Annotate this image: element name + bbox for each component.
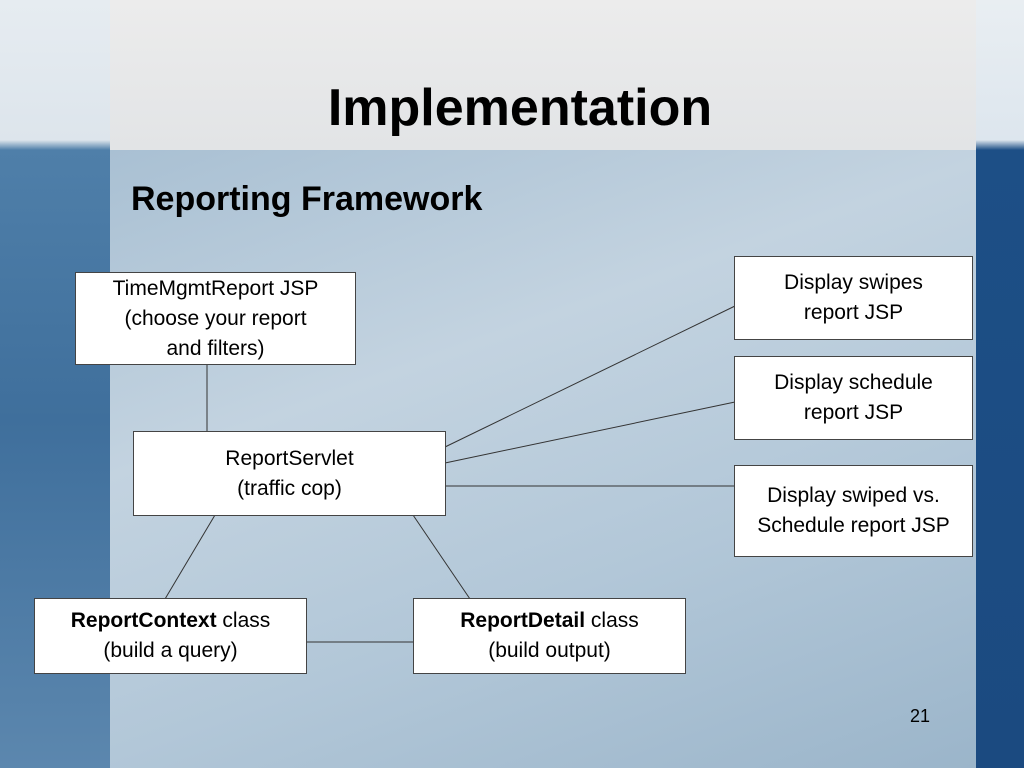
report-detail-suffix: class: [585, 609, 639, 632]
report-context-suffix: class: [216, 609, 271, 632]
page-number: 21: [909, 706, 931, 726]
display-swipes-line1: Display swipes: [784, 271, 923, 294]
background-title-band: [110, 0, 976, 150]
report-context-box: ReportContext class (build a query): [34, 598, 307, 674]
slide-subtitle: Reporting Framework: [131, 180, 483, 218]
report-detail-name: ReportDetail: [460, 609, 586, 632]
report-detail-line1: ReportDetail class: [460, 606, 639, 636]
report-servlet-line2: (traffic cop): [237, 476, 342, 500]
report-detail-line2: (build output): [488, 639, 611, 662]
display-swiped-vs-line1: Display swiped vs.: [767, 484, 940, 507]
report-servlet-box: ReportServlet (traffic cop): [133, 431, 446, 516]
display-swiped-vs-box: Display swiped vs. Schedule report JSP: [734, 465, 973, 557]
timemgmt-report-line3: and filters): [166, 336, 265, 360]
display-swiped-vs-line2: Schedule report JSP: [757, 514, 950, 537]
display-schedule-line2: report JSP: [803, 401, 904, 424]
background-right-band: [976, 0, 1024, 768]
display-schedule-box: Display schedule report JSP: [734, 356, 973, 440]
timemgmt-report-line2: (choose your report: [124, 306, 307, 330]
display-schedule-line1: Display schedule: [774, 371, 933, 394]
display-swipes-line2: report JSP: [803, 301, 904, 324]
report-context-line2: (build a query): [103, 639, 238, 662]
report-detail-box: ReportDetail class (build output): [413, 598, 686, 674]
timemgmt-report-line1: TimeMgmtReport JSP: [112, 276, 319, 300]
connector-servlet-context: [164, 514, 216, 600]
connector-servlet-detail: [412, 514, 471, 600]
timemgmt-report-box: TimeMgmtReport JSP (choose your report a…: [75, 272, 356, 365]
report-servlet-line1: ReportServlet: [225, 446, 354, 470]
slide-title: Implementation: [327, 79, 713, 137]
display-swipes-box: Display swipes report JSP: [734, 256, 973, 340]
connector-servlet-schedule: [444, 401, 736, 464]
report-context-line1: ReportContext class: [71, 606, 271, 636]
report-context-name: ReportContext: [70, 609, 217, 632]
connector-servlet-swipes: [444, 305, 736, 448]
